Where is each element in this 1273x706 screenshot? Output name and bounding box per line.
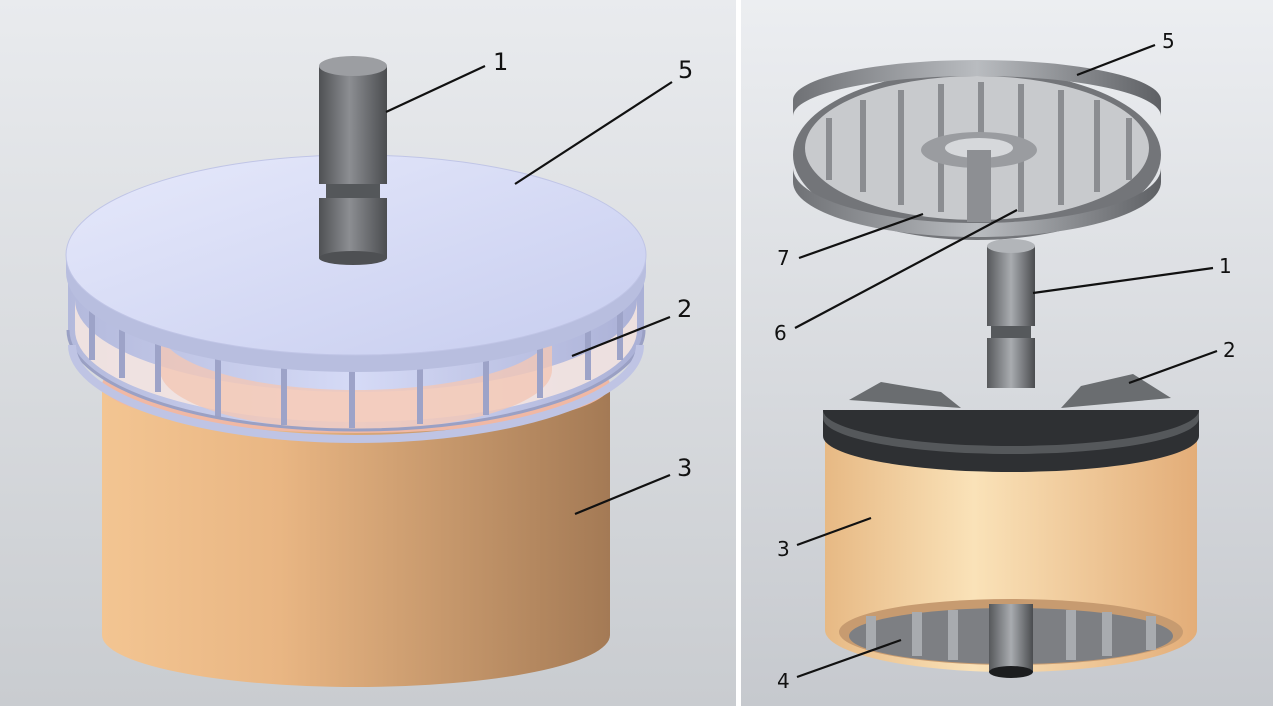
leader-6 xyxy=(794,209,1018,329)
leader-3 xyxy=(574,473,671,516)
leader-2 xyxy=(1128,349,1218,385)
assembled-view-drawing: 1 5 2 3 xyxy=(65,48,693,687)
shaft xyxy=(319,56,387,265)
label-5: 5 xyxy=(678,56,693,84)
vaned-disc xyxy=(793,60,1161,240)
leader-1 xyxy=(385,65,486,113)
leader-5 xyxy=(1076,43,1156,77)
housing-rim xyxy=(823,374,1199,472)
leader-1 xyxy=(1032,266,1214,295)
label-3: 3 xyxy=(677,454,692,482)
label-4: 4 xyxy=(777,669,790,693)
exploded-view-panel: 5 7 6 1 2 3 4 xyxy=(741,0,1273,706)
label-1: 1 xyxy=(493,48,508,76)
shaft xyxy=(987,239,1035,388)
impeller xyxy=(866,604,1156,678)
exploded-view-drawing: 5 7 6 1 2 3 4 xyxy=(774,29,1236,693)
label-2: 2 xyxy=(1223,338,1236,362)
leader-5 xyxy=(514,81,673,185)
label-2: 2 xyxy=(677,295,692,323)
label-1: 1 xyxy=(1219,254,1232,278)
leader-3 xyxy=(796,516,872,547)
label-7: 7 xyxy=(777,246,790,270)
label-5: 5 xyxy=(1162,29,1175,53)
leader-4 xyxy=(796,638,902,679)
label-6: 6 xyxy=(774,321,787,345)
leader-2 xyxy=(571,315,671,358)
label-3: 3 xyxy=(777,537,790,561)
assembled-view-panel: 1 5 2 3 xyxy=(0,0,736,706)
leader-7 xyxy=(798,212,924,260)
